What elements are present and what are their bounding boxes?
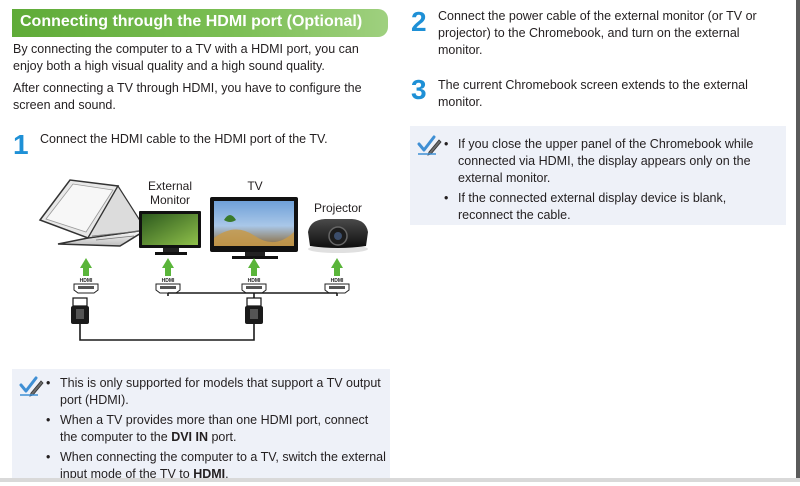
hdmi-port-label: HDMI	[80, 278, 93, 284]
hdmi-port-label: HDMI	[248, 278, 261, 284]
note-box-left: This is only supported for models that s…	[12, 369, 390, 482]
hdmi-cables	[79, 292, 338, 341]
hdmi-cable-connectors	[71, 297, 263, 324]
note-pencil-icon	[417, 135, 442, 156]
connection-arrows	[80, 258, 343, 276]
step-2-number: 2	[411, 6, 427, 37]
label-external: External	[148, 179, 192, 193]
hdmi-port-label: HDMI	[331, 278, 344, 284]
projector-illustration	[308, 219, 368, 253]
note-item: If you close the upper panel of the Chro…	[444, 136, 780, 187]
step-1-text: Connect the HDMI cable to the HDMI port …	[40, 132, 328, 146]
step-2-text: Connect the power cable of the external …	[438, 9, 757, 57]
label-monitor: Monitor	[150, 193, 190, 207]
laptop-illustration	[38, 179, 148, 247]
note-list-left: This is only supported for models that s…	[46, 375, 386, 486]
note-pencil-icon	[19, 376, 44, 397]
page-edge-bottom	[0, 478, 800, 482]
external-monitor-illustration	[139, 211, 201, 255]
hdmi-port-label: HDMI	[162, 278, 175, 284]
note-item: This is only supported for models that s…	[46, 375, 386, 409]
note-item: When a TV provides more than one HDMI po…	[46, 412, 386, 446]
step-3-number: 3	[411, 74, 427, 105]
page-edge-right	[796, 0, 800, 482]
step-3-text: The current Chromebook screen extends to…	[438, 78, 748, 109]
tv-illustration	[210, 197, 298, 259]
note-item: When connecting the computer to a TV, sw…	[46, 449, 386, 483]
hdmi-connection-diagram: External Monitor TV Projector	[38, 179, 368, 341]
section-heading-text: Connecting through the HDMI port (Option…	[20, 13, 363, 30]
hdmi-port-icons: HDMI HDMI HDMI HDMI	[73, 278, 350, 294]
note-box-right: If you close the upper panel of the Chro…	[410, 126, 786, 225]
label-projector: Projector	[314, 201, 362, 215]
section-heading: Connecting through the HDMI port (Option…	[12, 9, 388, 37]
intro-paragraph: By connecting the computer to a TV with …	[13, 42, 359, 73]
label-tv: TV	[247, 179, 262, 193]
note-item: If the connected external display device…	[444, 190, 780, 224]
note-list-right: If you close the upper panel of the Chro…	[444, 136, 780, 227]
step-1-number: 1	[13, 129, 29, 160]
configure-paragraph: After connecting a TV through HDMI, you …	[13, 81, 362, 112]
